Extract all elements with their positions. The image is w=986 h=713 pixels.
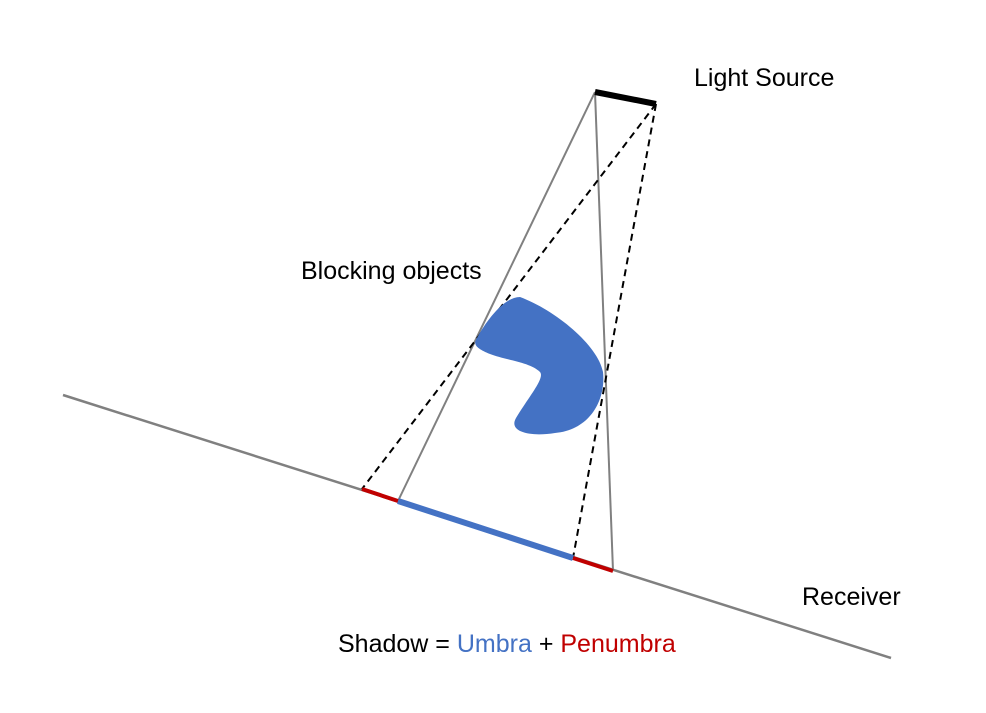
blocking-objects-label: Blocking objects	[301, 257, 482, 285]
shadow-equation: Shadow = Umbra + Penumbra	[338, 632, 676, 657]
equation-plus: +	[531, 630, 561, 658]
umbra-segment	[397, 498, 574, 561]
ray-dashed-right	[572, 103, 657, 559]
light-source-label: Light Source	[694, 64, 835, 92]
penumbra-segment-left	[361, 487, 399, 503]
ray-dashed-left	[361, 103, 657, 490]
ray-solid-right	[594, 91, 614, 572]
equation-shadow-term: Shadow	[338, 630, 429, 658]
equation-equals: =	[428, 630, 457, 658]
light-source	[594, 89, 657, 107]
penumbra-segment-right	[572, 556, 614, 573]
equation-umbra-term: Umbra	[456, 630, 532, 658]
equation-penumbra-term: Penumbra	[560, 630, 676, 658]
receiver-label: Receiver	[802, 583, 901, 611]
ray-solid-left	[397, 91, 596, 502]
blocking-object	[475, 297, 604, 435]
